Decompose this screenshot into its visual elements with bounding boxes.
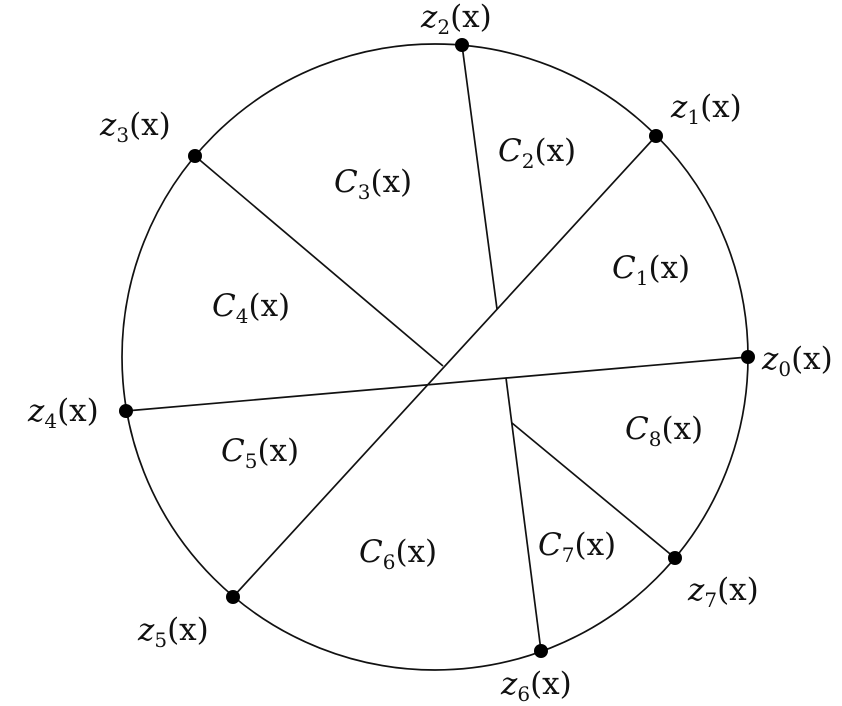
chord-z1-z5 — [232, 135, 657, 598]
point-z3 — [188, 149, 202, 163]
region-label-C1: C1(x) — [612, 250, 690, 290]
region-label-C6: C6(x) — [359, 534, 437, 574]
label-z3: z3(x) — [99, 107, 171, 147]
region-label-C7: C7(x) — [538, 527, 616, 567]
segment-z2 — [461, 44, 498, 310]
point-z4 — [119, 404, 133, 418]
region-label-C5: C5(x) — [221, 433, 299, 473]
point-z0 — [741, 350, 755, 364]
point-z6 — [534, 644, 548, 658]
label-z4: z4(x) — [27, 393, 99, 433]
chord-z0-z4 — [125, 356, 749, 412]
region-label-C4: C4(x) — [212, 288, 290, 328]
label-z7: z7(x) — [687, 572, 759, 612]
segment-z6 — [505, 377, 542, 652]
region-label-C2: C2(x) — [498, 133, 576, 173]
segment-z3 — [194, 155, 444, 367]
label-z6: z6(x) — [500, 666, 572, 706]
label-z5: z5(x) — [137, 612, 209, 652]
label-z2: z2(x) — [420, 0, 492, 39]
segment-z7 — [511, 422, 676, 559]
point-z5 — [226, 590, 240, 604]
label-z1: z1(x) — [670, 89, 742, 129]
point-z7 — [668, 551, 682, 565]
label-z0: z0(x) — [761, 341, 833, 381]
region-label-C8: C8(x) — [625, 411, 703, 451]
point-z2 — [455, 38, 469, 52]
point-z1 — [649, 129, 663, 143]
region-label-C3: C3(x) — [334, 164, 412, 204]
